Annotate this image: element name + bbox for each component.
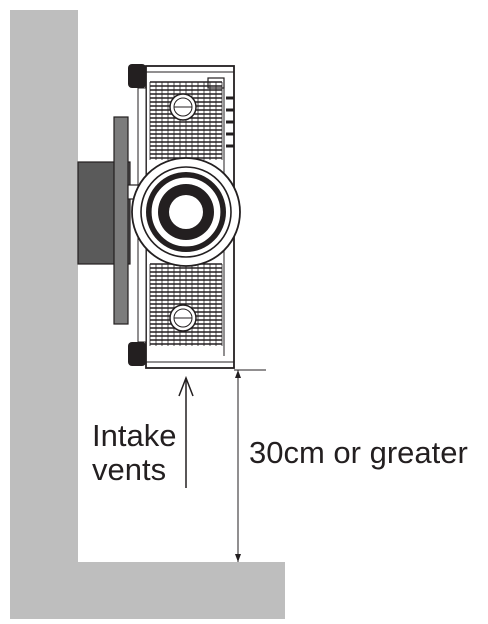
mount-arm-plate: [113, 116, 129, 325]
projector-foot-bottom: [128, 342, 146, 366]
intake-label-line2: vents: [92, 452, 167, 487]
fan-cover-bottom: [169, 304, 197, 332]
intake-label-line1: Intake: [92, 418, 177, 453]
dimension-arrow-icon: [234, 369, 266, 562]
projector-foot-top: [128, 64, 146, 88]
fan-cover-top: [169, 93, 197, 121]
arrow-up-icon: [178, 375, 194, 488]
wall-mount-bracket: [77, 116, 149, 325]
wall-and-floor: [10, 10, 285, 619]
projector-lens: [131, 157, 241, 267]
projector: [128, 64, 241, 369]
side-panel-ridges: [226, 96, 234, 148]
clearance-label: 30cm or greater: [249, 435, 468, 470]
